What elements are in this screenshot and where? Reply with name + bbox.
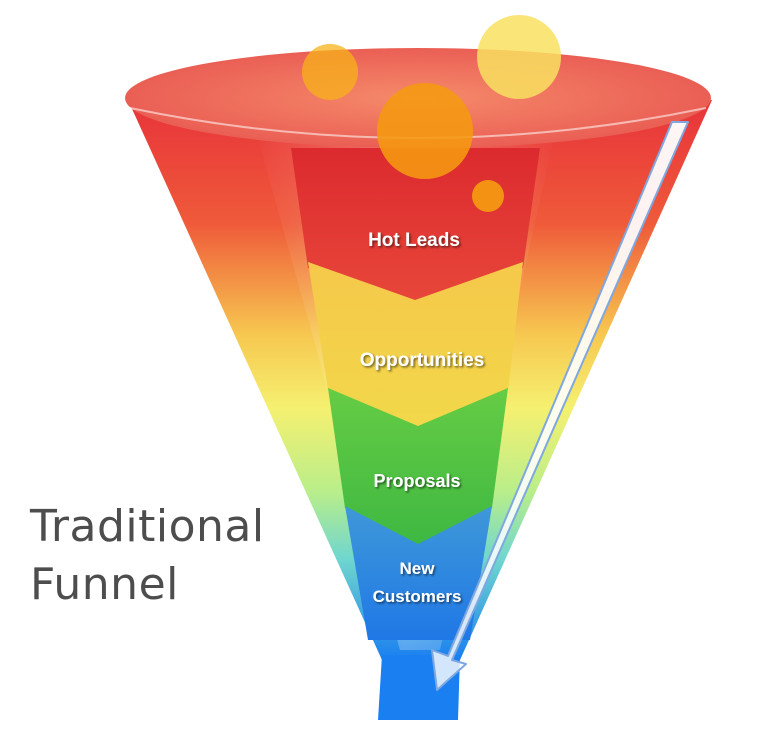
falling-bubbles [302,15,561,212]
stage-proposals-band [328,388,508,546]
downward-flow-arrow [431,121,689,691]
bubble [377,83,473,179]
stage-new-customers-band [345,506,492,640]
stage-opportunities-band [308,262,523,428]
caption-line-2: Funnel [30,559,179,610]
bubble [477,15,561,99]
stage-label-customers: Customers [373,587,462,606]
stage-label-opportunities: Opportunities [360,350,485,371]
bubble [302,44,358,100]
stage-label-proposals: Proposals [373,471,460,491]
stage-label-new: New [400,559,436,578]
funnel-caption: Traditional Funnel [30,498,265,614]
bubble [472,180,504,212]
caption-line-1: Traditional [30,501,265,552]
stage-label-hot-leads: Hot Leads [368,230,460,251]
